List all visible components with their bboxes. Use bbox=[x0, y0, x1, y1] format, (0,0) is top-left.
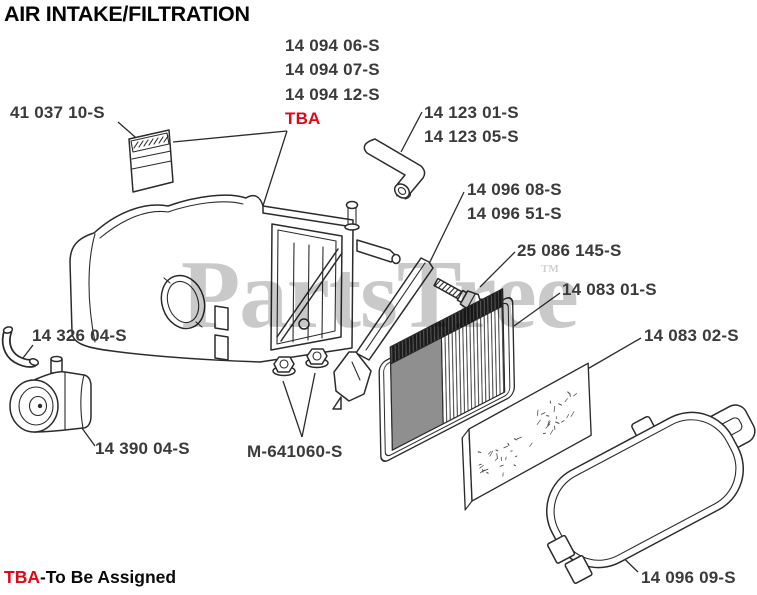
nut-part bbox=[272, 356, 296, 377]
part-label-cover[interactable]: 14 096 09-S bbox=[641, 568, 736, 587]
part-label-housing-tba[interactable]: TBA bbox=[285, 109, 321, 128]
decal-part bbox=[128, 129, 174, 193]
housing-part bbox=[69, 188, 411, 363]
part-label-elbow-1[interactable]: 14 123 01-S bbox=[424, 103, 519, 122]
part-label-housing-1[interactable]: 14 094 06-S bbox=[285, 36, 380, 55]
air-filter-part bbox=[378, 288, 516, 462]
part-label-grommet[interactable]: 14 390 04-S bbox=[95, 439, 190, 458]
part-label-nuts[interactable]: M-641060-S bbox=[247, 442, 343, 461]
small-hose-part bbox=[1, 326, 40, 368]
elbow-hose-part bbox=[363, 138, 426, 199]
part-label-precleaner[interactable]: 14 083 02-S bbox=[644, 326, 739, 345]
breather-grommet-part bbox=[9, 355, 92, 433]
nut-part bbox=[305, 348, 329, 369]
part-label-housing-3[interactable]: 14 094 12-S bbox=[285, 85, 380, 104]
part-label-filter[interactable]: 14 083 01-S bbox=[562, 280, 657, 299]
cover-part bbox=[545, 404, 756, 584]
part-label-bolt[interactable]: 25 086 145-S bbox=[517, 241, 622, 260]
part-label-hose[interactable]: 14 326 04-S bbox=[32, 326, 127, 345]
part-label-housing-2[interactable]: 14 094 07-S bbox=[285, 60, 380, 79]
tba-footnote: TBA-To Be Assigned bbox=[4, 567, 176, 588]
breather-tube-part bbox=[332, 257, 434, 410]
part-label-breather-2[interactable]: 14 096 51-S bbox=[467, 204, 562, 223]
part-label-breather-1[interactable]: 14 096 08-S bbox=[467, 180, 562, 199]
page-title: AIR INTAKE/FILTRATION bbox=[4, 2, 250, 26]
part-label-elbow-2[interactable]: 14 123 05-S bbox=[424, 127, 519, 146]
precleaner-part bbox=[461, 362, 592, 511]
tba-footnote-abbr: TBA bbox=[4, 567, 40, 587]
tba-footnote-text: -To Be Assigned bbox=[39, 567, 177, 587]
part-label-decal[interactable]: 41 037 10-S bbox=[10, 103, 105, 122]
